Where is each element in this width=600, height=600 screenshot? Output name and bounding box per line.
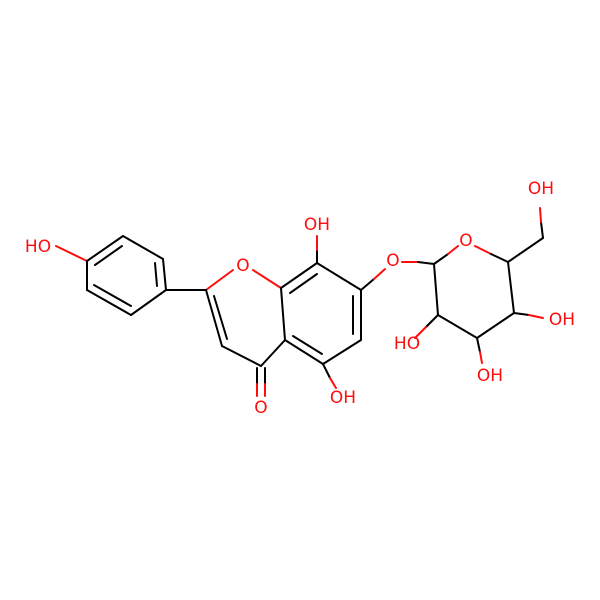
bond-ho-phenyl <box>55 245 88 262</box>
atom-label-ho-phenol: HO <box>25 237 51 257</box>
bond-c6-c5 <box>322 339 362 365</box>
bond-c8a-c4a <box>280 287 286 341</box>
atom-label-o-ring-sugar: O <box>459 231 472 251</box>
bond-c2prime-oh <box>414 326 427 339</box>
bond-double-inner <box>213 295 228 340</box>
bond-c5prime-ch2 <box>507 237 544 263</box>
bond <box>162 258 167 291</box>
bond-c8a-c8 <box>280 262 318 289</box>
bonds <box>55 207 544 397</box>
atom-label-ho-c2prime: HO <box>394 334 420 354</box>
bond-c5-oh <box>329 377 337 389</box>
bond <box>122 235 164 260</box>
bond-c3prime-c2prime <box>437 314 478 339</box>
bond-c2prime-oh <box>425 314 439 328</box>
bond-c7-o <box>360 278 375 291</box>
bond-c2-c3 <box>205 289 223 347</box>
atom-label-o-ring-chromone: O <box>236 256 249 276</box>
atom-label-oh-c4prime: OH <box>549 310 575 330</box>
bond-c1prime-o5 <box>433 253 449 265</box>
bond-c1prime-o5 <box>447 245 459 255</box>
bond <box>86 289 132 316</box>
bond-c7-o <box>373 268 386 280</box>
atom-label-oh-ch2: OH <box>528 179 554 199</box>
bond-o5-c5prime <box>490 253 509 263</box>
bond-c3prime-oh <box>476 337 481 353</box>
bond-double-inner <box>93 284 132 307</box>
bond-double-inner <box>292 335 323 355</box>
bond-double-inner <box>154 262 158 287</box>
bond-ch2-oh <box>540 221 544 239</box>
atom-label-o-glycosidic: O <box>386 251 399 271</box>
bond-c5-c4a <box>284 339 324 365</box>
bond-c3-c4 <box>221 345 262 367</box>
bond-o-c1prime <box>417 261 435 265</box>
bond-c8-c7 <box>316 262 362 291</box>
atom-label-oh-c8: OH <box>304 215 330 235</box>
bond-double-inner <box>289 273 318 294</box>
atom-label-oh-c5: OH <box>330 388 356 408</box>
atom-label-o-carbonyl: O <box>254 398 267 418</box>
bond-c4prime-oh <box>528 314 544 319</box>
bond <box>130 289 167 316</box>
bond-c2prime-c1prime <box>433 263 439 316</box>
bond-c3prime-oh <box>479 351 483 364</box>
bond-c2-o1 <box>205 269 234 291</box>
bond-o5-c5prime <box>474 245 492 255</box>
bond-double-inner <box>94 245 123 266</box>
bond-c5prime-c4prime <box>507 261 515 314</box>
bond-ch2-oh <box>539 207 542 223</box>
bond-c5-oh <box>322 363 331 379</box>
bond <box>86 235 124 262</box>
bond-c4prime-oh <box>513 312 530 316</box>
bond-c4prime-c3prime <box>476 312 515 339</box>
bond-o1-c8a <box>252 269 282 289</box>
atom-label-oh-c3prime: OH <box>477 366 503 386</box>
atom-labels: HO O OH O O OH OH OH HO OH O <box>25 179 575 418</box>
bond-c4-c4a <box>260 339 286 367</box>
